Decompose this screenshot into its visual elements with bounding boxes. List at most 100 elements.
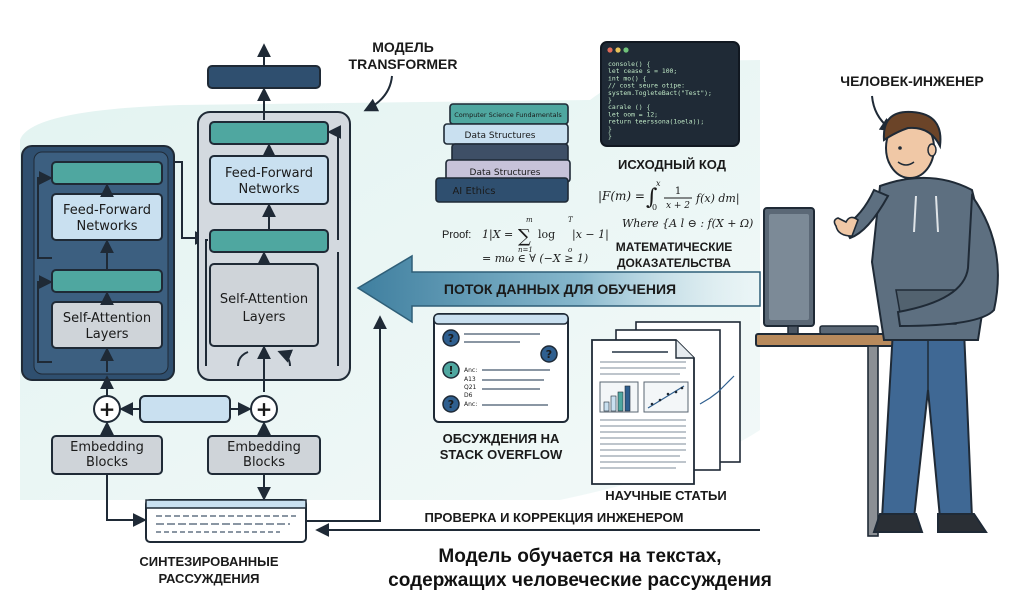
paper-back-chart	[699, 375, 735, 405]
frac-num: 1	[675, 186, 681, 197]
engineer-rear-arm	[896, 193, 999, 328]
proof-label: Proof:	[442, 229, 471, 241]
decoder-plus-symbol: +	[256, 397, 273, 421]
stackoverflow-label-1: ОБСУЖДЕНИЯ НА	[443, 431, 560, 446]
so-window-bar	[433, 313, 569, 325]
transformer-title-line1: МОДЕЛЬ	[372, 39, 434, 55]
paper-bar	[624, 385, 631, 412]
desk-leg	[867, 345, 879, 537]
sum-bottom: n=1	[518, 246, 533, 254]
where-line: Where {A l ⊖ : f(X + Ω)	[622, 217, 753, 230]
so-answer-prefix: Anc:	[464, 367, 477, 374]
proof-left: 1|X =	[482, 228, 513, 242]
integral-bottom: 0	[652, 203, 657, 212]
encoder-skip-2	[37, 275, 53, 363]
bracket-body: |x − 1|	[572, 228, 609, 242]
formula-lhs: |F(m) =	[598, 189, 645, 203]
encoder-embed-label-1: Embedding	[70, 440, 144, 455]
book-4-title: Data Structures	[470, 168, 541, 178]
synth-doc-header	[145, 499, 307, 509]
window-dot-red	[607, 47, 613, 53]
warning-icon-glyph: !	[448, 364, 453, 377]
so-answer-item-2: Q21	[464, 384, 477, 391]
sum-top: m	[526, 216, 533, 224]
decoder-skip-3	[205, 239, 208, 366]
engineer-review-label: ПРОВЕРКА И КОРРЕКЦИЯ ИНЖЕНЕРОМ	[424, 510, 683, 525]
code-line: let cease s = 100;	[608, 67, 677, 75]
paper-scatter-point	[658, 398, 662, 402]
left-shoe	[872, 513, 924, 533]
decoder-attn-label-1: Self-Attention	[220, 292, 308, 307]
integral-top: x	[656, 179, 661, 188]
encoder-attn-label-2: Layers	[85, 327, 128, 342]
question-icon	[442, 395, 460, 413]
encoder-to-decoder-connector	[174, 161, 209, 245]
encoder-ffn-top-bar	[51, 161, 163, 185]
code-line: carale () {	[608, 103, 650, 111]
decoder-ffn-label-1: Feed-Forward	[225, 166, 313, 181]
encoder-skip-1	[37, 171, 53, 259]
paper-scatter-point	[666, 392, 670, 396]
hoodie-string	[913, 195, 917, 233]
question-icon-glyph-3: ?	[448, 398, 454, 411]
so-answer-item-3: D6	[464, 392, 473, 399]
paper-bar	[603, 401, 610, 412]
book-2-title: Data Structures	[465, 131, 536, 141]
code-line: int mo() {	[608, 74, 647, 82]
math-label-1: МАТЕМАТИЧЕСКИЕ	[616, 240, 732, 254]
bracket-bottom: o	[568, 246, 572, 254]
code-line: return teerssona(1oela));	[608, 118, 704, 126]
integral-sign: ∫	[646, 185, 658, 210]
encoder-plus-symbol: +	[99, 397, 116, 421]
synthesized-label-1: СИНТЕЗИРОВАННЫЕ	[139, 554, 278, 569]
engineer-eye	[898, 146, 902, 150]
papers-label: НАУЧНЫЕ СТАТЬИ	[605, 488, 726, 503]
output-feedback-arrow	[306, 315, 387, 522]
pointing-hand	[833, 216, 859, 237]
so-answer-item-1: A13	[464, 376, 476, 383]
stackoverflow-label-2: STACK OVERFLOW	[440, 447, 563, 462]
paper-fold	[675, 340, 694, 359]
proof-line2: = mω ∈ ∀ (−X ≥ 1)	[482, 252, 588, 265]
training-flow-arrow	[356, 254, 761, 324]
encoder-attn-label-1: Self-Attention	[63, 311, 151, 326]
decoder-top-output-bar	[207, 65, 321, 89]
decoder-ffn-top-bar	[209, 121, 329, 145]
math-formula-top: |F(m) = ∫ x 0 1 x + 2 f(x) dm| Where {A …	[598, 179, 753, 230]
decoder-input-fork	[237, 352, 290, 367]
code-line: // cost seure otipe:	[608, 82, 685, 90]
encoder-ffn-label-1: Feed-Forward	[63, 203, 151, 218]
bracket-top: T	[568, 216, 574, 224]
paper-front	[591, 339, 695, 485]
caption-line-2: содержащих человеческие рассуждения	[388, 570, 772, 591]
keyboard	[819, 325, 879, 335]
math-proof: Proof: 1|X = m ∑ n=1 log T o |x − 1| = m…	[442, 216, 609, 265]
decoder-embed-label-1: Embedding	[227, 440, 301, 455]
stackoverflow-window: ? ? ! Anc: A13 Q21 D6 ? Anc:	[433, 313, 569, 423]
question-icon	[540, 345, 558, 363]
encoder-embed-label-2: Blocks	[86, 455, 128, 470]
positional-encoding-block	[139, 395, 231, 423]
question-icon	[442, 329, 460, 347]
paper-scatter-point	[650, 402, 654, 406]
engineer-hair	[882, 110, 942, 150]
sum-sign: ∑	[518, 226, 531, 247]
engineer-ear	[927, 143, 937, 157]
encoder-ffn-label-2: Networks	[76, 219, 137, 234]
transformer-title-line2: TRANSFORMER	[349, 56, 458, 72]
code-line: }	[608, 125, 612, 133]
encoder-attn-top-bar	[51, 269, 163, 293]
decoder-skip-1	[327, 125, 342, 240]
paper-scatter-point	[680, 386, 684, 390]
scientific-papers	[591, 321, 741, 485]
engineer-legs	[880, 329, 974, 519]
frac-den: x + 2	[666, 201, 690, 211]
decoder-attn-label-2: Layers	[242, 310, 285, 325]
books-stack: Computer Science Fundamentals Data Struc…	[435, 103, 571, 203]
code-line: }	[608, 132, 612, 140]
code-window-frame	[600, 41, 740, 147]
training-flow-label: ПОТОК ДАННЫХ ДЛЯ ОБУЧЕНИЯ	[444, 281, 676, 297]
engineer-figure	[755, 110, 999, 537]
